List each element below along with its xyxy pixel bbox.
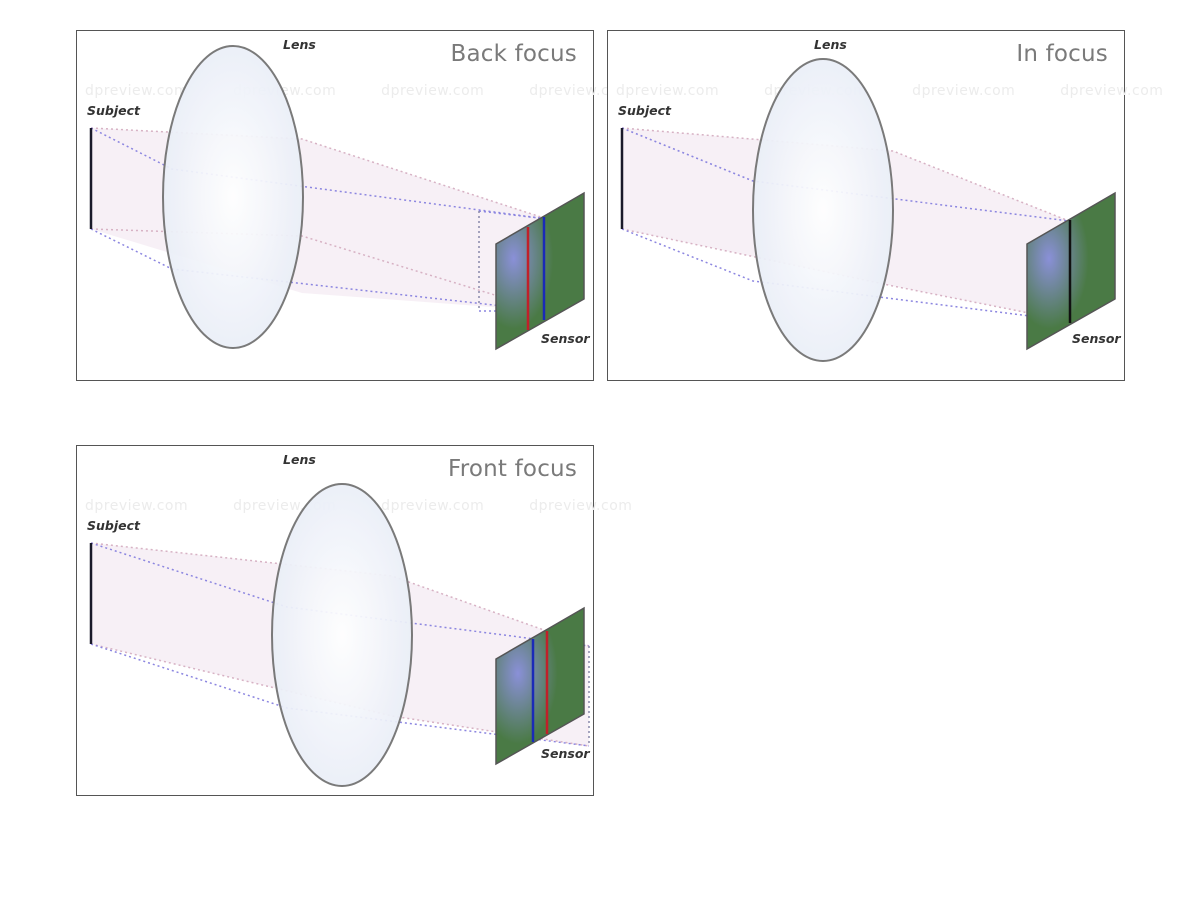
back-focus-panel: dpreview.com dpreview.com dpreview.com d… [76, 30, 632, 381]
front-focus-panel: dpreview.com dpreview.com dpreview.com d… [76, 445, 632, 796]
lens-label: Lens [283, 452, 316, 467]
sensor-label: Sensor [541, 746, 590, 761]
in-focus-panel: dpreview.com dpreview.com dpreview.com d… [607, 30, 1164, 381]
subject-label: Subject [87, 103, 140, 118]
light-cone [91, 128, 547, 311]
subject-label: Subject [87, 518, 140, 533]
panel-title: In focus [1016, 41, 1108, 67]
watermark: dpreview.com dpreview.com dpreview.com d… [616, 83, 1164, 99]
sensor-plane [495, 191, 585, 351]
light-rays [621, 127, 1070, 322]
panel-title: Front focus [447, 456, 577, 482]
sensor-label: Sensor [541, 331, 590, 346]
in-focus-diagram [620, 58, 1116, 362]
back-focus-diagram [89, 45, 585, 351]
sensor-plane [495, 606, 585, 766]
subject-label: Subject [618, 103, 671, 118]
panel-title: Back focus [450, 41, 577, 67]
sensor-label: Sensor [1072, 331, 1121, 346]
lens-shape [162, 45, 304, 349]
front-focus-diagram [89, 483, 590, 787]
lens-label: Lens [814, 37, 847, 52]
lens-label: Lens [283, 37, 316, 52]
lens-shape [271, 483, 413, 787]
lens-shape [752, 58, 894, 362]
